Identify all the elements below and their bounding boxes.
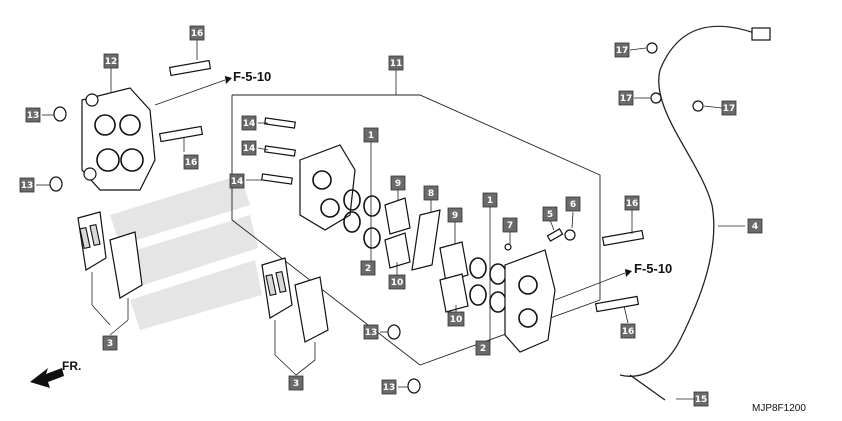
callout-17[interactable]: 17 (614, 42, 630, 58)
svg-text:14: 14 (243, 119, 256, 129)
svg-text:14: 14 (243, 144, 256, 154)
svg-text:13: 13 (365, 328, 378, 338)
svg-text:4: 4 (752, 222, 758, 232)
svg-text:16: 16 (622, 327, 635, 337)
callout-9[interactable]: 9 (447, 207, 463, 223)
diagram-code: MJP8F1200 (752, 403, 806, 414)
speed-sensor-wire (619, 25, 771, 401)
callout-17[interactable]: 17 (618, 90, 634, 106)
bleeder-and-cap (504, 228, 576, 251)
svg-text:9: 9 (452, 211, 458, 221)
caliper-half-lower (504, 249, 556, 353)
caliper-body-left (81, 87, 156, 191)
callout-5[interactable]: 5 (542, 206, 558, 222)
callout-7[interactable]: 7 (502, 217, 518, 233)
callout-2[interactable]: 2 (360, 260, 376, 276)
svg-text:11: 11 (390, 59, 403, 69)
callout-6[interactable]: 6 (565, 196, 581, 212)
svg-text:16: 16 (185, 158, 198, 168)
callout-8[interactable]: 8 (423, 185, 439, 201)
reference-label-right: F-5-10 (634, 261, 672, 276)
callout-16[interactable]: 16 (624, 195, 640, 211)
callout-9[interactable]: 9 (390, 175, 406, 191)
svg-text:17: 17 (616, 46, 629, 56)
callout-1[interactable]: 1 (482, 192, 498, 208)
callout-13[interactable]: 13 (363, 324, 379, 340)
svg-text:16: 16 (626, 199, 639, 209)
svg-text:14: 14 (231, 177, 244, 187)
seals-pistons-upper (343, 189, 411, 269)
svg-text:3: 3 (107, 339, 113, 349)
callout-14[interactable]: 14 (241, 140, 257, 156)
svg-text:13: 13 (383, 383, 396, 393)
svg-text:10: 10 (450, 315, 463, 325)
caliper-half-upper (299, 144, 356, 231)
front-direction-indicator: FR. (30, 359, 81, 388)
callout-3[interactable]: 3 (102, 335, 118, 351)
callout-17[interactable]: 17 (721, 100, 737, 116)
callout-2[interactable]: 2 (475, 340, 491, 356)
svg-text:12: 12 (105, 57, 118, 67)
callouts: 16 12 13 13 16 11 14 14 14 1 9 8 2 10 9 … (19, 25, 763, 407)
callout-4[interactable]: 4 (747, 218, 763, 234)
svg-text:3: 3 (293, 379, 299, 389)
svg-text:13: 13 (21, 181, 34, 191)
svg-text:17: 17 (620, 94, 633, 104)
svg-text:2: 2 (480, 344, 486, 354)
callout-13[interactable]: 13 (381, 379, 397, 395)
callout-15[interactable]: 15 (693, 391, 709, 407)
svg-text:15: 15 (695, 395, 708, 405)
svg-text:6: 6 (570, 200, 576, 210)
callout-14[interactable]: 14 (241, 115, 257, 131)
front-label: FR. (62, 359, 81, 373)
background-watermark (110, 175, 262, 330)
svg-text:5: 5 (547, 210, 553, 220)
svg-text:2: 2 (365, 264, 371, 274)
bolts-14 (261, 117, 296, 185)
callout-12[interactable]: 12 (103, 53, 119, 69)
callout-16[interactable]: 16 (183, 154, 199, 170)
svg-text:13: 13 (27, 111, 40, 121)
callout-11[interactable]: 11 (388, 55, 404, 71)
svg-text:1: 1 (487, 196, 493, 206)
callout-1[interactable]: 1 (363, 127, 379, 143)
callout-13[interactable]: 13 (19, 177, 35, 193)
svg-text:17: 17 (723, 104, 736, 114)
callout-10[interactable]: 10 (447, 311, 465, 327)
callout-14[interactable]: 14 (229, 173, 245, 189)
seals-pistons-lower (439, 241, 507, 313)
svg-text:16: 16 (191, 29, 204, 39)
callout-13[interactable]: 13 (25, 107, 41, 123)
svg-text:7: 7 (507, 221, 513, 231)
svg-text:8: 8 (428, 189, 434, 199)
svg-text:1: 1 (368, 131, 374, 141)
callout-3[interactable]: 3 (288, 375, 304, 391)
svg-text:10: 10 (391, 278, 404, 288)
brake-pads-left (77, 211, 143, 336)
callout-10[interactable]: 10 (388, 274, 406, 290)
svg-text:9: 9 (395, 179, 401, 189)
callout-16[interactable]: 16 (189, 25, 205, 41)
caps-13 (49, 106, 421, 394)
reference-label-top: F-5-10 (233, 69, 271, 84)
bolts-16 (158, 59, 645, 313)
brake-pads-middle (261, 257, 329, 376)
pad-spring (411, 209, 441, 271)
callout-16[interactable]: 16 (620, 323, 636, 339)
leader-lines (36, 40, 745, 400)
